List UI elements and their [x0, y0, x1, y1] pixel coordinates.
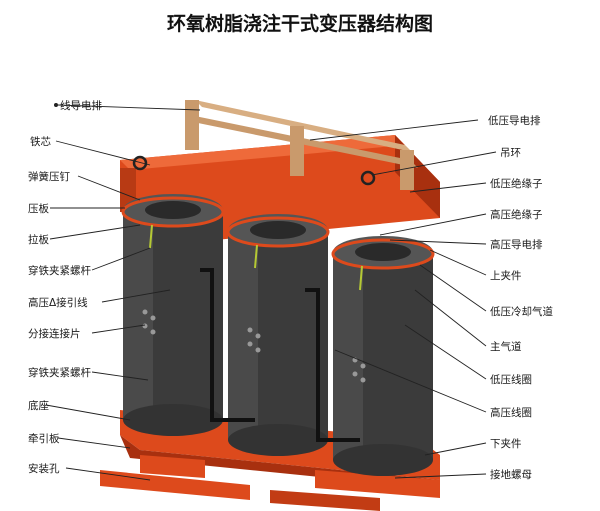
label-iron-core: 铁芯 [30, 135, 51, 148]
phase-bus-bars [185, 100, 418, 190]
label-pressure-plate: 压板 [28, 202, 49, 215]
label-lifting-ring: 吊环 [500, 147, 521, 159]
lifting-ring-left [132, 155, 148, 171]
label-hv-coil: 高压线圈 [490, 406, 532, 419]
label-spring-pressure-nail: 弹簧压钉 [28, 170, 70, 183]
label-mounting-hole: 安装孔 [28, 462, 60, 475]
coil-middle [228, 214, 328, 456]
label-tie-plate: 拉板 [28, 233, 49, 246]
label-tap-connector: 分接连接片 [28, 327, 81, 340]
label-lv-insulator: 低压绝缘子 [490, 177, 543, 190]
coil-left [123, 194, 223, 436]
label-hv-delta-lead: 高压Δ接引线 [28, 296, 88, 309]
label-lv-cooling-duct: 低压冷却气道 [490, 305, 553, 318]
hv-delta-leads [149, 224, 363, 442]
label-phase-bus-bar: 线导电排 [60, 99, 102, 112]
label-main-air-duct: 主气道 [490, 340, 522, 353]
label-lv-coil: 低压线圈 [490, 373, 532, 386]
label-grounding-nut: 接地螺母 [490, 468, 532, 481]
page-title: 环氧树脂浇注干式变压器结构图 [167, 12, 433, 35]
label-core-clamp-bolt-upper: 穿铁夹紧螺杆 [28, 264, 91, 277]
label-lower-clamp: 下夹件 [490, 437, 522, 450]
label-lv-bus-bar: 低压导电排 [488, 114, 541, 127]
labels-left: 线导电排 铁芯 弹簧压钉 压板 拉板 穿铁夹紧螺杆 高压Δ接引线 分接连接片 穿… [28, 99, 102, 475]
base-feet [100, 455, 440, 511]
label-core-clamp-bolt-lower: 穿铁夹紧螺杆 [28, 366, 91, 379]
labels-right: 低压导电排 吊环 低压绝缘子 高压绝缘子 高压导电排 上夹件 低压冷却气道 主气… [488, 114, 553, 481]
transformer-illustration [100, 100, 440, 511]
label-base: 底座 [28, 399, 49, 412]
label-hv-insulator: 高压绝缘子 [490, 208, 543, 221]
label-traction-plate: 牵引板 [28, 432, 60, 445]
label-upper-clamp: 上夹件 [490, 269, 522, 282]
leader-lines [45, 103, 497, 481]
label-hv-bus-bar: 高压导电排 [490, 238, 543, 251]
lifting-ring-right [360, 170, 376, 186]
